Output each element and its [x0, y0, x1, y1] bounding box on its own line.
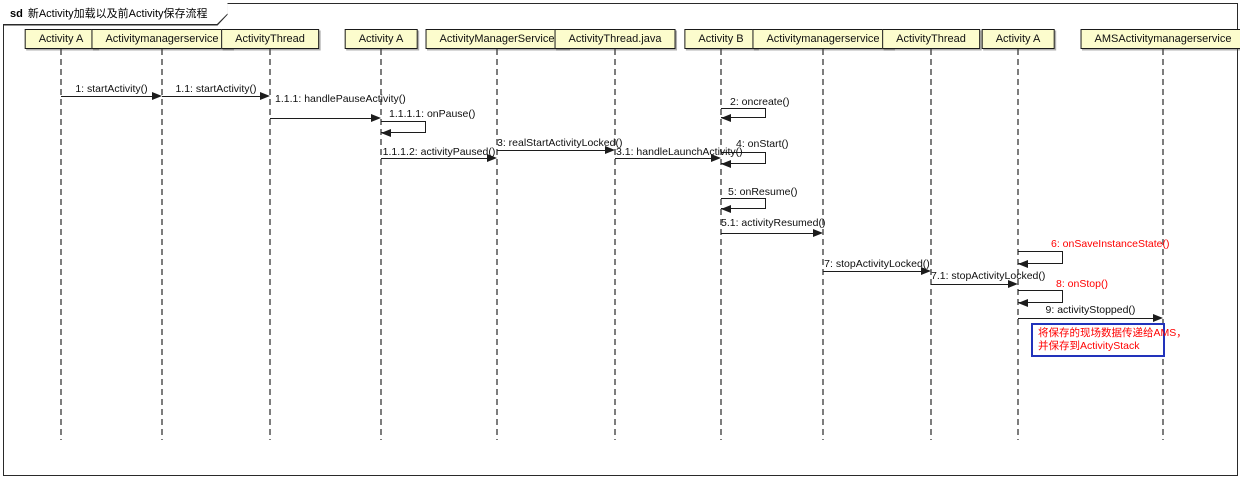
- message-arrowhead: [260, 92, 270, 101]
- message-line: [615, 158, 712, 159]
- lifeline-head: Activity A: [344, 29, 418, 49]
- lifeline-line: [60, 49, 62, 440]
- frame-title-text: sd 新Activity加载以及前Activity保存流程: [3, 3, 228, 24]
- lifeline-line: [161, 49, 163, 440]
- message-label: 8: onStop(): [1056, 278, 1108, 290]
- message-arrowhead: [1008, 280, 1018, 289]
- lifeline-head: Activity B: [684, 29, 758, 49]
- message-line: [823, 271, 922, 272]
- self-message-arrow: [1018, 251, 1063, 264]
- lifeline-head: ActivityThread.java: [554, 29, 676, 49]
- message-arrowhead: [711, 154, 721, 163]
- message-label: 1: startActivity(): [75, 83, 148, 95]
- self-message-arrowhead: [721, 205, 731, 213]
- message-arrowhead: [1153, 314, 1163, 323]
- lifeline-head: Activity A: [981, 29, 1055, 49]
- lifeline-head: Activitymanagerservice: [91, 29, 233, 49]
- message-label: 3.1: handleLaunchActivity(): [616, 146, 743, 158]
- message-label: 5.1: activityResumed(): [721, 217, 826, 229]
- lifeline-line: [269, 49, 271, 440]
- self-message-arrowhead: [1018, 260, 1028, 268]
- frame-title-tab: sd 新Activity加载以及前Activity保存流程: [3, 3, 228, 26]
- message-line: [61, 96, 153, 97]
- message-arrowhead: [605, 146, 615, 155]
- lifeline-line: [720, 49, 722, 440]
- message-arrowhead: [371, 114, 381, 123]
- message-arrowhead: [487, 154, 497, 163]
- message-label: 1.1.1: handlePauseActivity(): [275, 93, 406, 105]
- message-line: [497, 150, 606, 151]
- lifeline-head: Activitymanagerservice: [752, 29, 894, 49]
- self-message-arrow: [381, 121, 426, 133]
- message-line: [721, 233, 814, 234]
- message-label: 1.1.1.2: activityPaused(): [382, 146, 496, 158]
- message-line: [162, 96, 261, 97]
- message-label: 1.1.1.1: onPause(): [389, 108, 476, 120]
- message-line: [381, 158, 488, 159]
- frame-title: 新Activity加载以及前Activity保存流程: [27, 8, 208, 20]
- lifeline-head: ActivityThread: [882, 29, 980, 49]
- message-arrowhead: [813, 229, 823, 238]
- self-message-arrow: [1018, 290, 1063, 303]
- message-label: 5: onResume(): [728, 186, 798, 198]
- note-text-line: 并保存到ActivityStack: [1038, 340, 1140, 352]
- lifeline-head: Activity A: [24, 29, 98, 49]
- self-message-arrow: [721, 152, 766, 164]
- self-message-arrow: [721, 198, 766, 209]
- message-label: 3: realStartActivityLocked(): [497, 137, 623, 149]
- lifeline-line: [930, 49, 932, 440]
- message-label: 1.1: startActivity(): [175, 83, 257, 95]
- lifeline-head: AMSActivitymanagerservice: [1080, 29, 1240, 49]
- message-arrowhead: [152, 92, 162, 101]
- lifeline-line: [380, 49, 382, 440]
- self-message-arrowhead: [721, 114, 731, 122]
- lifeline-line: [822, 49, 824, 440]
- lifeline-line: [496, 49, 498, 440]
- message-line: [931, 284, 1009, 285]
- sd-keyword: sd: [10, 8, 23, 20]
- message-label: 2: oncreate(): [730, 96, 790, 108]
- note-box: 将保存的现场数据传递给AMS，并保存到ActivityStack: [1031, 323, 1187, 357]
- message-label: 7.1: stopActivityLocked(): [931, 270, 1046, 282]
- self-message-arrowhead: [381, 129, 391, 137]
- lifeline-line: [1162, 49, 1164, 440]
- message-label: 6: onSaveInstanceState(): [1051, 238, 1170, 250]
- message-arrowhead: [921, 267, 931, 276]
- lifeline-line: [614, 49, 616, 440]
- lifeline-line: [1017, 49, 1019, 440]
- message-label: 9: activityStopped(): [1045, 304, 1136, 316]
- self-message-arrowhead: [1018, 299, 1028, 307]
- self-message-arrow: [721, 108, 766, 118]
- diagram-frame-border: [3, 3, 1238, 476]
- note-text-line: 将保存的现场数据传递给AMS，: [1038, 327, 1187, 339]
- message-label: 7: stopActivityLocked(): [824, 258, 930, 270]
- message-line: [1018, 318, 1154, 319]
- self-message-arrowhead: [721, 160, 731, 168]
- lifeline-head: ActivityManagerService: [425, 29, 569, 49]
- message-line: [270, 118, 372, 119]
- message-label: 4: onStart(): [736, 138, 789, 150]
- lifeline-head: ActivityThread: [221, 29, 319, 49]
